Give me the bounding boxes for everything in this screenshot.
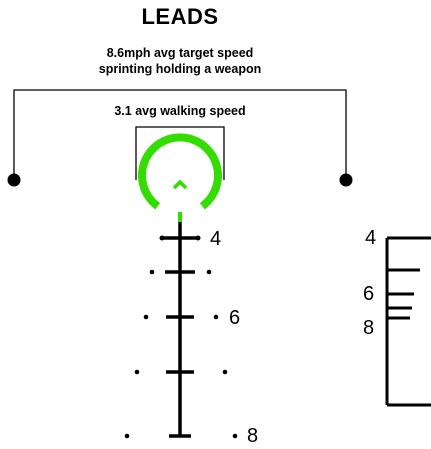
left-lead-dot: [7, 173, 21, 187]
rangefinder-label-8: 8: [363, 317, 375, 339]
wind-dot: [134, 369, 140, 375]
inner-lead-bracket: [135, 126, 225, 180]
outer-lead-bracket: [13, 89, 347, 174]
wind-dot: [213, 314, 219, 320]
reticle-label-8: 8: [247, 425, 259, 447]
wind-dot: [124, 433, 130, 439]
reticle-label-4: 4: [210, 228, 222, 250]
green-ring: [138, 133, 222, 210]
outer-lead-label: 8.6mph avg target speed sprinting holdin…: [60, 45, 300, 77]
wind-dot: [222, 369, 228, 375]
right-lead-dot: [339, 173, 353, 187]
reticle-label-6: 6: [229, 307, 241, 329]
inner-lead-label: 3.1 avg walking speed: [114, 104, 246, 118]
center-chevron: [172, 179, 188, 190]
wind-dot: [232, 433, 238, 439]
wind-dot: [143, 314, 149, 320]
bar-1-right-dot: [195, 235, 201, 241]
rangefinder-label-6: 6: [363, 283, 375, 305]
outer-lead-line-2: sprinting holding a weapon: [98, 62, 262, 76]
bar-1-left-dot: [159, 235, 165, 241]
wind-dot: [206, 269, 212, 275]
rangefinder-label-4: 4: [365, 227, 377, 249]
outer-lead-line-1: 8.6mph avg target speed: [106, 46, 254, 60]
wind-dot: [149, 269, 155, 275]
diagram-title: LEADS: [141, 4, 219, 29]
